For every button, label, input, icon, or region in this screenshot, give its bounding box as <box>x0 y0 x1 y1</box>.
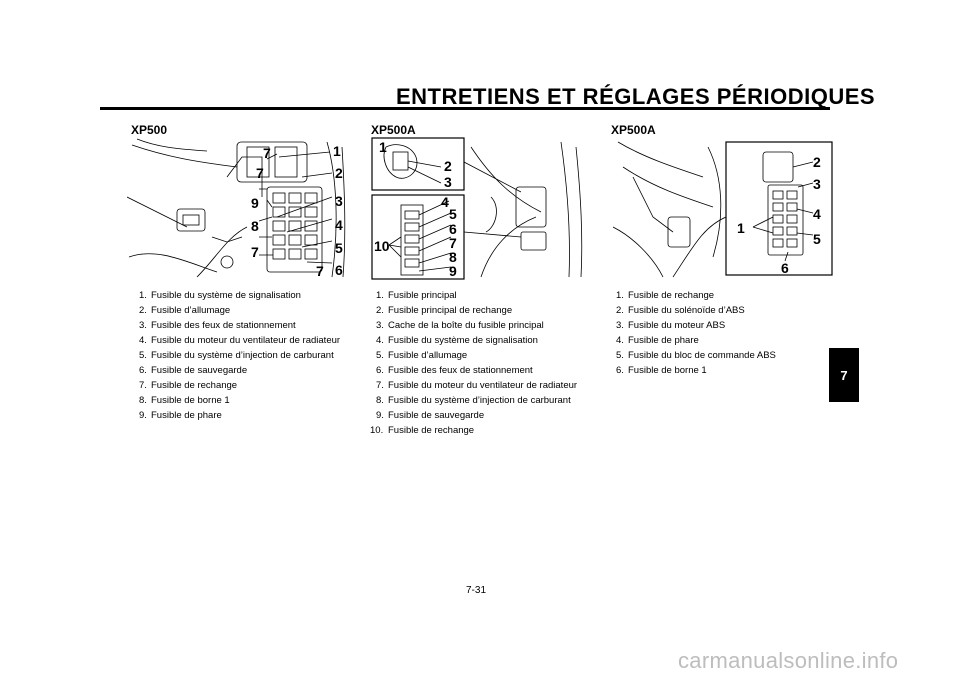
callout-label: 8 <box>449 249 457 265</box>
callout-label: 2 <box>444 158 452 174</box>
legend-item: 1.Fusible du système de signalisation <box>139 290 301 301</box>
legend-item: 7.Fusible du moteur du ventilateur de ra… <box>376 380 578 391</box>
legend-item: 6.Fusible des feux de stationnement <box>376 365 533 376</box>
legend-item: 5.Fusible du bloc de commande ABS <box>616 350 776 361</box>
callout-label: 4 <box>335 217 343 233</box>
fuse-box-illustration-xp500a-abs: 2 3 1 4 5 6 <box>613 137 833 280</box>
legend-item: 4.Fusible du moteur du ventilateur de ra… <box>139 335 341 346</box>
callout-label: 8 <box>251 218 259 234</box>
legend-item: 8.Fusible de borne 1 <box>139 395 230 406</box>
callout-label: 1 <box>333 143 341 159</box>
fuse-box-illustration-xp500a-main: 1 2 3 4 5 6 7 8 9 10 <box>371 137 591 280</box>
callout-label: 5 <box>335 240 343 256</box>
fuse-box-illustration-xp500: 7 1 7 2 9 3 8 4 7 5 7 6 <box>127 137 347 280</box>
legend-item: 5.Fusible d’allumage <box>376 350 468 361</box>
callout-label: 5 <box>813 231 821 247</box>
callout-label: 2 <box>813 154 821 170</box>
legend-list-xp500a-abs: 1.Fusible de rechange 2.Fusible du solén… <box>616 290 836 380</box>
legend-item: 2.Fusible principal de rechange <box>376 305 513 316</box>
legend-item: 2.Fusible du solénoïde d’ABS <box>616 305 745 316</box>
legend-item: 4.Fusible du système de signalisation <box>376 335 538 346</box>
callout-label: 3 <box>335 193 343 209</box>
page-header-title: ENTRETIENS ET RÉGLAGES PÉRIODIQUES <box>396 84 876 109</box>
callout-label: 2 <box>335 165 343 181</box>
section-title-xp500a-abs: XP500A <box>611 123 656 137</box>
legend-item: 2.Fusible d’allumage <box>139 305 231 316</box>
section-title-xp500: XP500 <box>131 123 168 137</box>
header-rule <box>100 107 830 110</box>
callout-label: 10 <box>374 238 390 254</box>
legend-list-xp500: 1.Fusible du système de signalisation 2.… <box>139 290 359 425</box>
callout-label: 5 <box>449 206 457 222</box>
legend-item: 1.Fusible de rechange <box>616 290 715 301</box>
legend-item: 10.Fusible de rechange <box>370 425 475 436</box>
legend-item: 1.Fusible principal <box>376 290 457 301</box>
legend-item: 9.Fusible de sauvegarde <box>376 410 485 421</box>
callout-label: 1 <box>737 220 745 236</box>
legend-item: 3.Fusible du moteur ABS <box>616 320 726 331</box>
callout-label: 6 <box>449 221 457 237</box>
legend-item: 7.Fusible de rechange <box>139 380 238 391</box>
legend-list-xp500a-main: 1.Fusible principal 2.Fusible principal … <box>370 290 596 440</box>
section-title-xp500a-main: XP500A <box>371 123 416 137</box>
legend-item: 8.Fusible du système d’injection de carb… <box>376 395 571 406</box>
callout-label: 3 <box>444 174 452 190</box>
callout-label: 6 <box>781 260 789 276</box>
callout-label: 6 <box>335 262 343 278</box>
legend-item: 4.Fusible de phare <box>616 335 699 346</box>
callout-label: 9 <box>251 195 259 211</box>
legend-item: 5.Fusible du système d’injection de carb… <box>139 350 334 361</box>
callout-label: 7 <box>449 235 457 251</box>
legend-item: 6.Fusible de borne 1 <box>616 365 707 376</box>
chapter-tab: 7 <box>829 348 859 402</box>
legend-item: 6.Fusible de sauvegarde <box>139 365 248 376</box>
callout-label: 7 <box>251 244 259 260</box>
callout-label: 3 <box>813 176 821 192</box>
page-number: 7-31 <box>466 585 487 596</box>
legend-item: 9.Fusible de phare <box>139 410 222 421</box>
callout-label: 7 <box>256 165 264 181</box>
callout-label: 4 <box>813 206 821 222</box>
legend-item: 3.Cache de la boîte du fusible principal <box>376 320 544 331</box>
callout-label: 9 <box>449 263 457 279</box>
legend-item: 3.Fusible des feux de stationnement <box>139 320 296 331</box>
watermark: carmanualsonline.info <box>678 648 899 673</box>
callout-label: 1 <box>379 139 387 155</box>
callout-label: 4 <box>441 194 449 210</box>
callout-label: 7 <box>263 145 271 161</box>
callout-label: 7 <box>316 263 324 279</box>
